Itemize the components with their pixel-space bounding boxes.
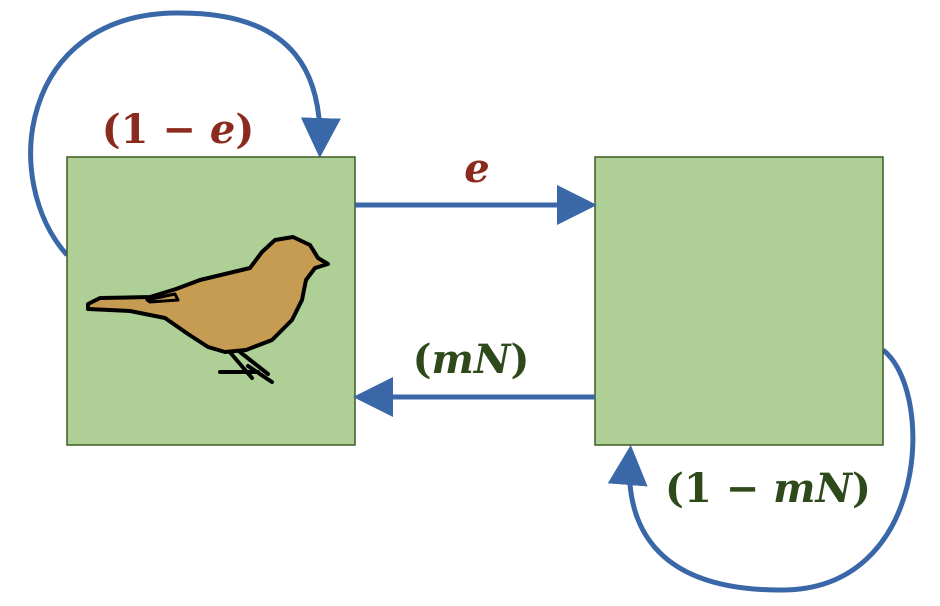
self-loop-left-arrow bbox=[28, 10, 341, 257]
label-var-mn: mN bbox=[432, 336, 512, 383]
self-loop-right-label: (1 − mN) bbox=[665, 465, 871, 512]
label-prefix: ( bbox=[413, 336, 432, 383]
label-var-e: e bbox=[210, 106, 235, 153]
label-suffix: ) bbox=[510, 336, 529, 383]
self-loop-left-label: (1 − e) bbox=[102, 106, 255, 153]
label-suffix: ) bbox=[852, 465, 871, 512]
bird-icon bbox=[86, 235, 330, 384]
label-prefix: (1 − bbox=[665, 465, 773, 512]
self-loop-right-arrow bbox=[607, 348, 916, 593]
label-prefix: (1 − bbox=[102, 106, 210, 153]
label-suffix: ) bbox=[235, 106, 254, 153]
transition-right-label: e bbox=[464, 145, 489, 192]
transition-left-label: (mN) bbox=[413, 336, 530, 383]
label-var-mn: mN bbox=[773, 465, 853, 512]
state-box-right bbox=[594, 156, 884, 446]
